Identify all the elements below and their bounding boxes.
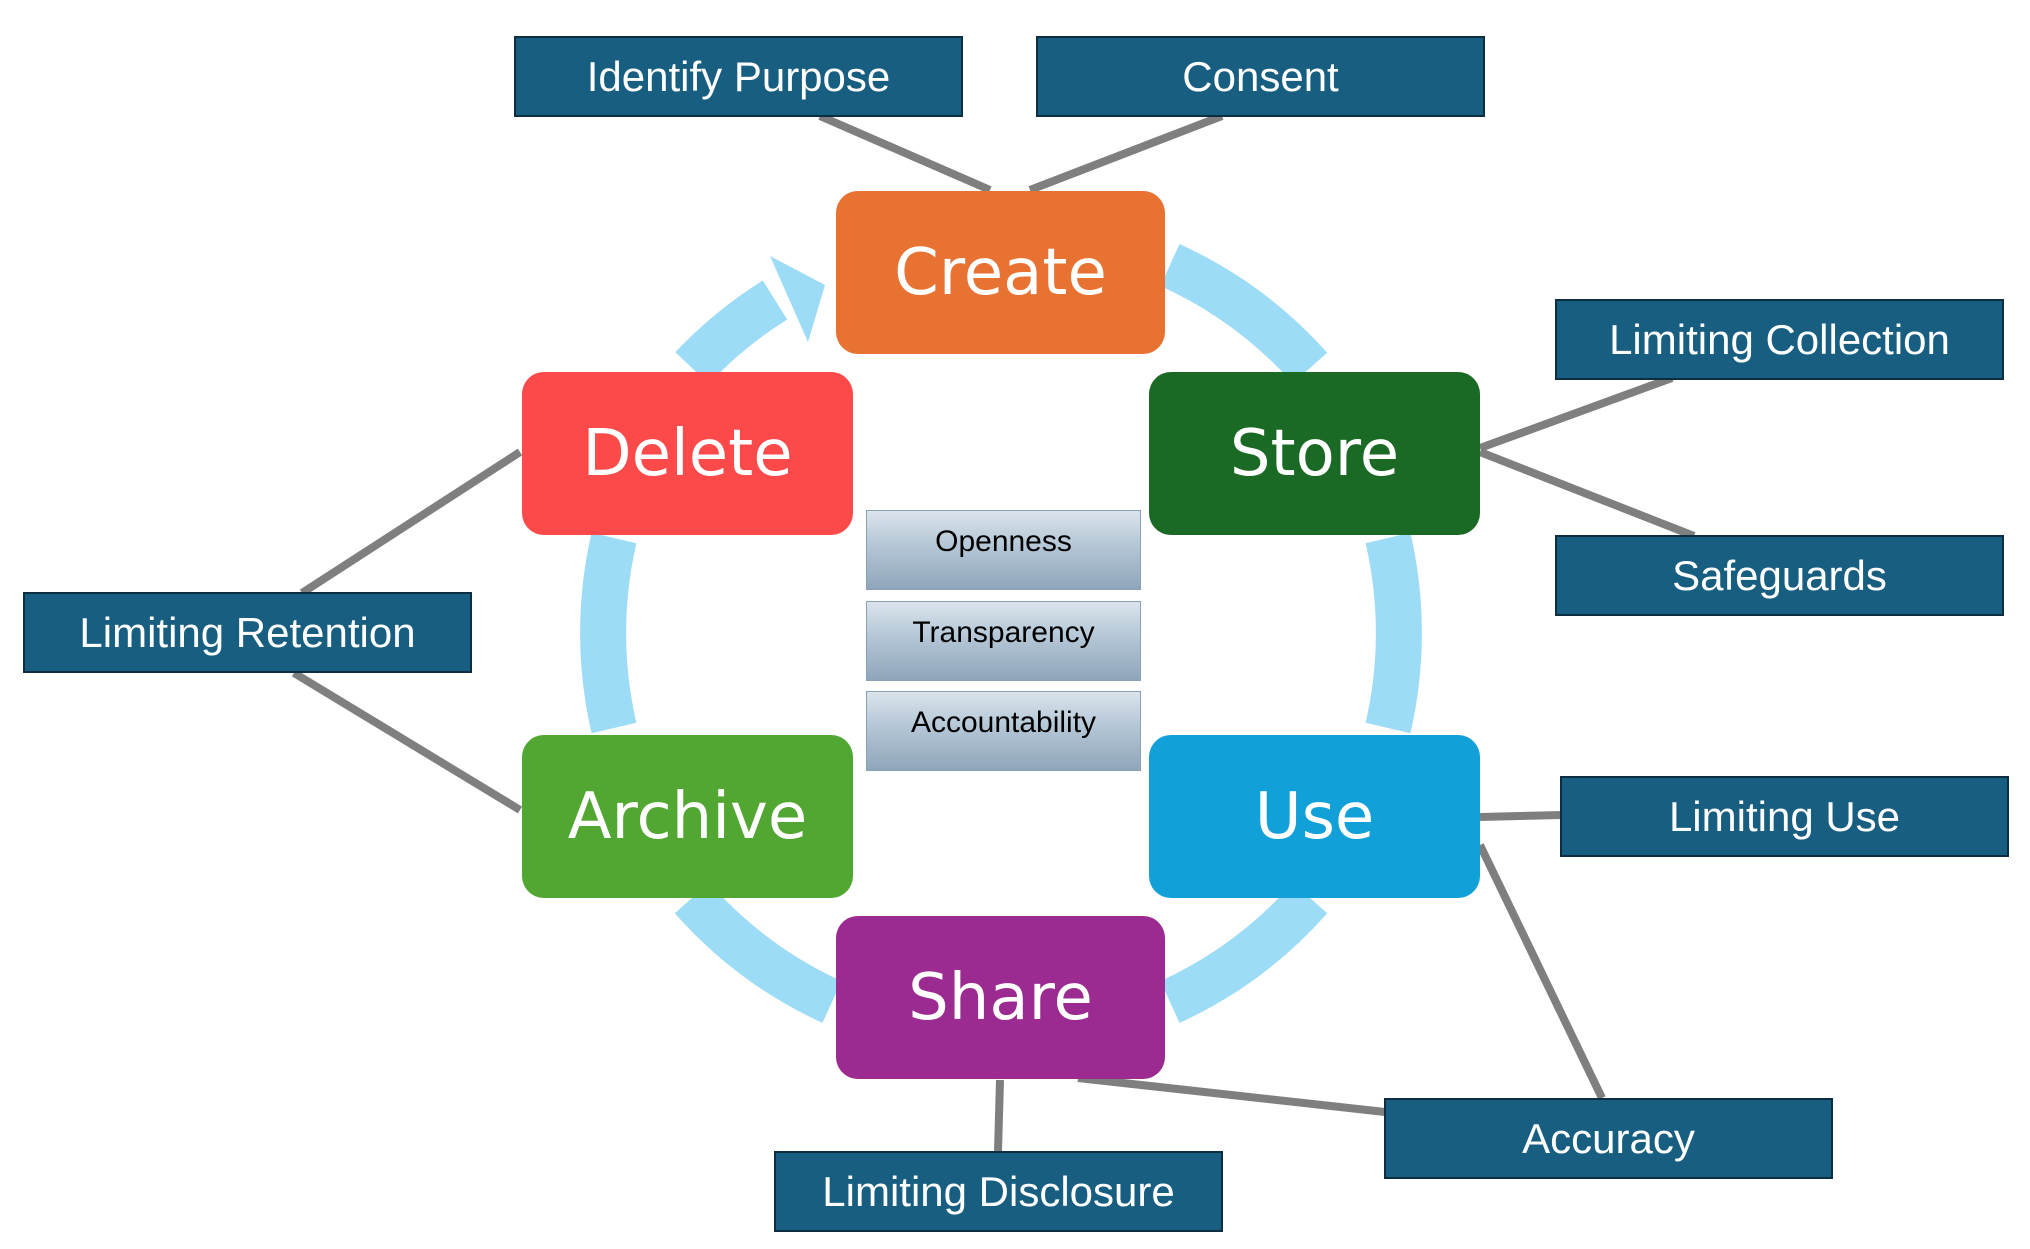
principle-limiting-use: Limiting Use — [1560, 776, 2009, 857]
ring-arc-use-share — [1160, 882, 1328, 1023]
ring-arc-store-use — [1365, 532, 1422, 734]
stage-store: Store — [1149, 372, 1480, 535]
principle-limiting-retention: Limiting Retention — [23, 592, 472, 673]
connector-archive-limiting-retention — [291, 669, 523, 814]
principle-safeguards: Safeguards — [1555, 535, 2004, 616]
ring-arc-create-store — [1160, 244, 1328, 384]
ring-arrowhead — [770, 256, 825, 342]
connector-share-limiting-disclosure — [994, 1079, 1004, 1152]
connector-store-safeguards — [1478, 448, 1696, 540]
center-transparency: Transparency — [866, 601, 1141, 681]
center-accountability: Accountability — [866, 691, 1141, 771]
connector-share-accuracy — [1077, 1074, 1386, 1116]
stage-share: Share — [836, 916, 1165, 1079]
principle-identify-purpose: Identify Purpose — [514, 36, 963, 117]
stage-archive: Archive — [522, 735, 853, 898]
connector-use-limiting-use — [1479, 811, 1563, 821]
stage-create: Create — [836, 191, 1165, 354]
connector-create-identify-purpose — [818, 112, 992, 194]
connector-delete-limiting-retention — [299, 448, 523, 597]
connector-use-accuracy — [1476, 843, 1606, 1100]
principle-consent: Consent — [1036, 36, 1485, 117]
center-openness: Openness — [866, 510, 1141, 590]
ring-arc-archive-delete — [580, 532, 637, 734]
ring-arc-share-archive — [674, 882, 842, 1023]
ring-arc-delete-create — [675, 280, 788, 385]
stage-delete: Delete — [522, 372, 853, 535]
stage-use: Use — [1149, 735, 1480, 898]
connector-create-consent — [1028, 112, 1224, 194]
principle-limiting-collection: Limiting Collection — [1555, 299, 2004, 380]
principle-limiting-disclosure: Limiting Disclosure — [774, 1151, 1223, 1232]
principle-accuracy: Accuracy — [1384, 1098, 1833, 1179]
connector-store-limiting-collection — [1478, 374, 1674, 452]
